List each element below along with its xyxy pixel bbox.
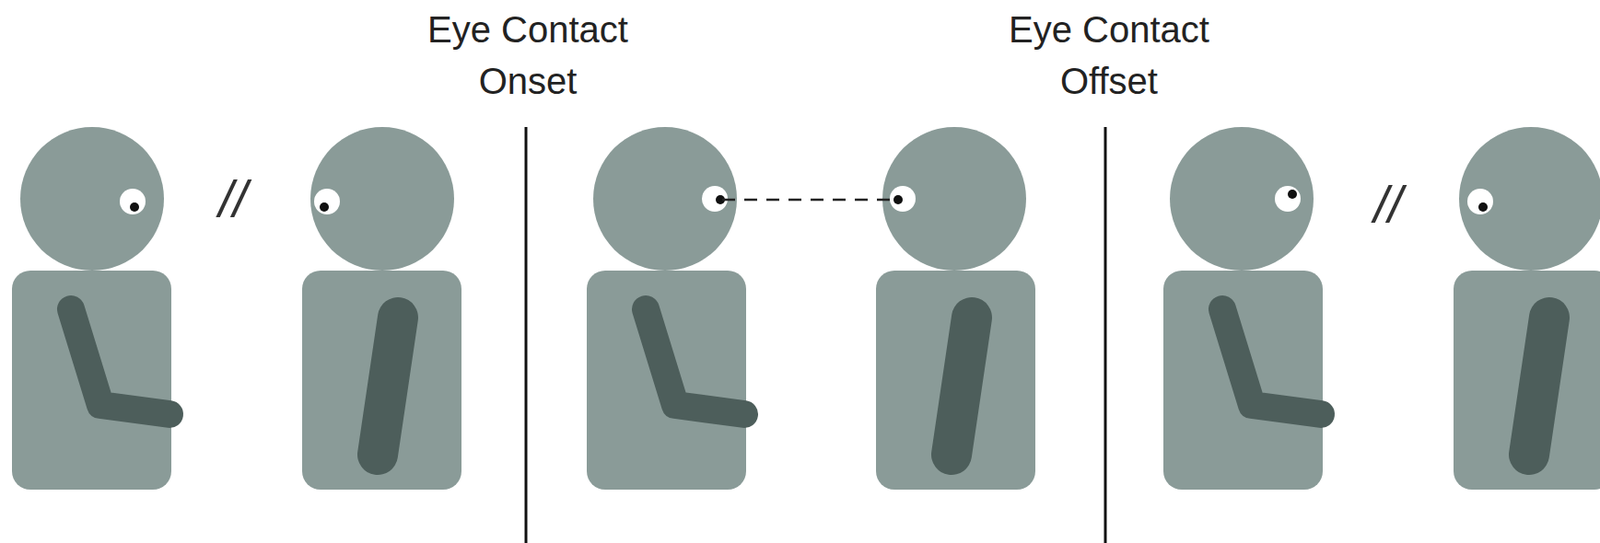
head <box>20 127 164 271</box>
body <box>302 270 462 491</box>
bent-arm <box>645 309 745 415</box>
pupil <box>1287 189 1297 199</box>
body <box>875 270 1036 491</box>
bent-arm <box>1222 309 1321 415</box>
body <box>1163 270 1323 491</box>
phase-divider <box>525 127 528 543</box>
phase-label: Eye Contact Offset <box>989 3 1229 107</box>
arms <box>70 309 1550 456</box>
eye-white <box>314 188 340 215</box>
straight-arm <box>951 317 972 456</box>
bent-arm <box>70 309 170 415</box>
gaze-line <box>722 198 897 202</box>
eye-white <box>1467 188 1494 215</box>
pupil <box>893 195 903 205</box>
eye-white <box>119 188 146 215</box>
body <box>11 270 172 491</box>
separation-mark: // <box>196 169 270 229</box>
pupil <box>1478 202 1488 212</box>
body <box>1453 270 1600 491</box>
eyes <box>119 186 1494 215</box>
phase-divider <box>1104 127 1108 543</box>
phase-label: Eye Contact Onset <box>408 3 648 107</box>
head <box>1459 127 1600 271</box>
separation-mark: // <box>1351 175 1425 234</box>
pupil <box>319 202 329 212</box>
body <box>586 270 747 491</box>
person-figures <box>11 127 1600 491</box>
straight-arm <box>377 317 398 456</box>
eye-white <box>1274 186 1301 212</box>
eye-white <box>889 186 916 212</box>
pupil <box>129 202 140 212</box>
head <box>593 127 737 271</box>
head <box>310 127 455 271</box>
head <box>882 127 1027 271</box>
head <box>1169 127 1314 271</box>
straight-arm <box>1529 317 1550 456</box>
